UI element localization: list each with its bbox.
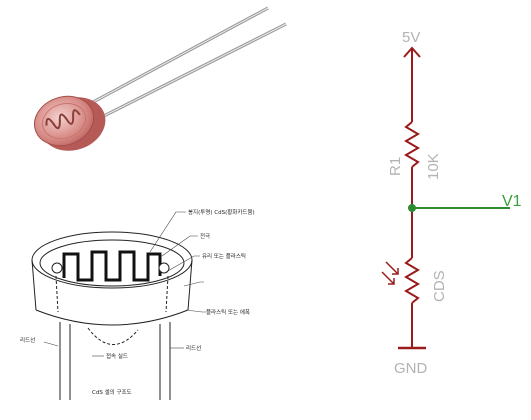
photoresistor-photo [0, 0, 290, 185]
label-encapsulant: 봉지(투명) CdS(황화카드뮴) [188, 208, 255, 216]
label-case: 플라스틱 또는 에폭 [206, 308, 250, 316]
junction-node [408, 204, 416, 212]
supply-label: 5V [402, 30, 420, 46]
resistor-r1 [404, 121, 420, 168]
photoresistor-cds [404, 257, 420, 304]
electrode-contact [158, 262, 170, 274]
cds-structure-diagram: 봉지(투명) CdS(황화카드뮴) 전극 유리 또는 플라스틱 플라스틱 또는 … [0, 190, 290, 415]
label-lead-left: 리드선 [20, 336, 35, 344]
label-electrode: 전극 [200, 232, 210, 240]
voltage-divider-schematic: 5V R1 10K V1 CDS GND [340, 29, 531, 390]
label-glass: 유리 또는 플라스틱 [202, 252, 246, 260]
photoresistor-icon [34, 6, 287, 151]
label-lead-right: 리드선 [186, 344, 201, 352]
r1-name: R1 [387, 157, 404, 176]
serpentine-electrode [62, 250, 162, 282]
diagram-caption: CdS 셀의 구조도 [92, 388, 132, 396]
sensor-face [34, 95, 94, 147]
electrode-contact [51, 262, 63, 274]
ground-label: GND [394, 360, 428, 377]
cell-outline [31, 231, 193, 400]
cds-label: CDS [431, 270, 448, 302]
label-lead-mid: 접속 실드 [106, 352, 128, 360]
r1-value: 10K [425, 153, 442, 180]
node-label: V1 [502, 193, 522, 210]
light-arrows-icon [381, 261, 399, 285]
